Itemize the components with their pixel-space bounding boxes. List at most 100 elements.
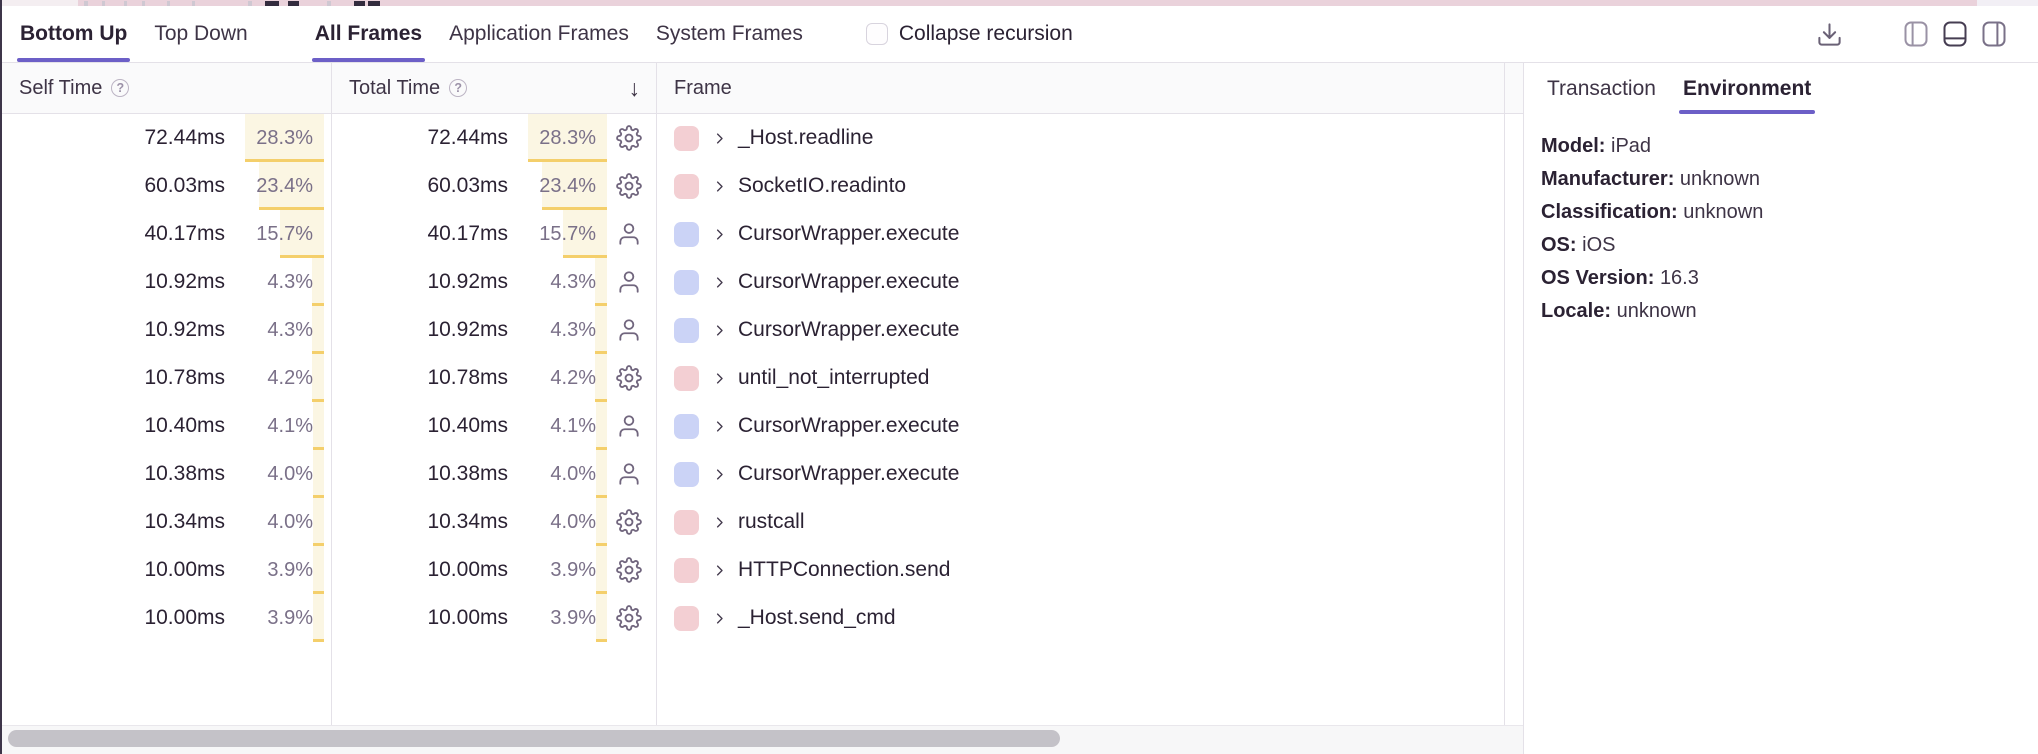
chevron-right-icon[interactable] — [712, 323, 727, 338]
column-header-frame[interactable]: Frame — [657, 63, 1505, 113]
minimap-frame-mark — [102, 1, 105, 6]
self-percent-cell: 4.3% — [238, 258, 324, 306]
frame-color-swatch — [674, 269, 699, 295]
frame-type-icon — [607, 317, 651, 343]
chevron-right-icon[interactable] — [712, 227, 727, 242]
percent-bar — [596, 546, 607, 594]
environment-field: OS: iOS — [1541, 229, 2018, 262]
total-time-value: 40.17ms — [427, 222, 508, 245]
frame-name: _Host.readline — [738, 126, 874, 149]
self-percent-value: 23.4% — [256, 174, 313, 197]
tab-bottom-up[interactable]: Bottom Up — [16, 6, 131, 62]
table-row[interactable]: 40.17ms 15.7% 40.17ms 15.7% — [2, 210, 1523, 258]
gear-icon — [616, 173, 642, 199]
percent-bar — [541, 162, 607, 210]
percent-bar — [312, 306, 324, 354]
tab-environment[interactable]: Environment — [1678, 63, 1816, 114]
minimap-frame-mark — [265, 1, 279, 6]
self-time-cell: 10.38ms 4.0% — [2, 450, 332, 498]
layout-right-panel-icon[interactable] — [1982, 21, 2006, 47]
self-time-cell: 10.00ms 3.9% — [2, 546, 332, 594]
frame-type-icon — [607, 461, 651, 487]
table-row[interactable]: 10.78ms 4.2% 10.78ms 4.2% — [2, 354, 1523, 402]
chevron-right-icon[interactable] — [712, 179, 727, 194]
table-row[interactable]: 60.03ms 23.4% 60.03ms 23.4% — [2, 162, 1523, 210]
collapse-recursion-option[interactable]: Collapse recursion — [865, 22, 1073, 46]
chevron-right-icon[interactable] — [712, 371, 727, 386]
frame-type-icon — [607, 509, 651, 535]
frame-name: SocketIO.readinto — [738, 174, 907, 197]
chevron-right-icon[interactable] — [712, 131, 727, 146]
total-percent-cell: 3.9% — [521, 594, 607, 642]
user-icon — [619, 463, 639, 485]
table-row[interactable]: 10.00ms 3.9% 10.00ms 3.9% — [2, 594, 1523, 642]
chevron-right-icon[interactable] — [712, 275, 727, 290]
total-percent-value: 4.3% — [550, 270, 596, 293]
frame-name: until_not_interrupted — [738, 366, 930, 389]
chevron-right-icon[interactable] — [712, 611, 727, 626]
tab-top-down[interactable]: Top Down — [154, 22, 248, 45]
table-row[interactable]: 10.40ms 4.1% 10.40ms 4.1% — [2, 402, 1523, 450]
tab-all-frames[interactable]: All Frames — [311, 6, 426, 62]
total-time-cell: 72.44ms 28.3% — [332, 114, 657, 162]
chevron-right-icon[interactable] — [712, 563, 727, 578]
sort-desc-icon[interactable]: ↓ — [628, 74, 641, 101]
download-icon[interactable] — [1816, 21, 1843, 48]
tab-transaction[interactable]: Transaction — [1547, 76, 1656, 100]
frame-type-icon — [607, 365, 651, 391]
percent-bar — [528, 114, 607, 162]
table-row[interactable]: 10.92ms 4.3% 10.92ms 4.3% — [2, 258, 1523, 306]
table-row[interactable]: 10.38ms 4.0% 10.38ms 4.0% — [2, 450, 1523, 498]
flamegraph-minimap-strip[interactable] — [2, 0, 2038, 6]
percent-bar — [595, 450, 607, 498]
details-panel-tabs: Transaction Environment — [1524, 63, 2038, 114]
table-row[interactable]: 10.92ms 4.3% 10.92ms 4.3% — [2, 306, 1523, 354]
total-percent-value: 3.9% — [550, 606, 596, 629]
layout-left-panel-icon[interactable] — [1904, 21, 1928, 47]
profiler-toolbar: Bottom Up Top Down All Frames Applicatio… — [2, 6, 2038, 63]
chevron-right-icon[interactable] — [712, 419, 727, 434]
chevron-right-icon[interactable] — [712, 515, 727, 530]
environment-field-value: unknown — [1616, 300, 1697, 322]
horizontal-scrollbar[interactable] — [2, 725, 1523, 754]
help-icon[interactable]: ? — [111, 79, 130, 97]
column-divider — [1504, 114, 1505, 725]
minimap-frame-mark — [142, 1, 145, 6]
frame-cell: rustcall — [657, 498, 1523, 546]
self-percent-value: 3.9% — [267, 558, 313, 581]
help-icon[interactable]: ? — [449, 79, 468, 97]
column-header-self-time[interactable]: Self Time ? — [2, 63, 332, 113]
total-time-cell: 10.00ms 3.9% — [332, 594, 657, 642]
layout-bottom-panel-icon[interactable] — [1943, 21, 1967, 47]
minimap-frame-mark — [368, 1, 380, 6]
total-time-value: 72.44ms — [427, 126, 508, 149]
tab-application-frames[interactable]: Application Frames — [449, 22, 629, 45]
column-header-total-time[interactable]: Total Time ? ↓ — [332, 63, 657, 113]
horizontal-scrollbar-thumb[interactable] — [8, 730, 1060, 747]
total-percent-cell: 23.4% — [521, 162, 607, 210]
chevron-right-icon[interactable] — [712, 467, 727, 482]
self-percent-value: 4.1% — [267, 414, 313, 437]
column-divider[interactable] — [656, 114, 657, 725]
percent-bar — [312, 450, 324, 498]
total-percent-value: 4.0% — [550, 510, 596, 533]
column-divider[interactable] — [331, 114, 332, 725]
total-percent-cell: 4.2% — [521, 354, 607, 402]
minimap-frame-mark — [192, 1, 195, 6]
frame-color-swatch — [674, 125, 699, 151]
percent-bar — [313, 594, 324, 642]
frame-color-swatch — [674, 509, 699, 535]
minimap-frame-mark — [167, 1, 170, 6]
percent-bar — [245, 114, 324, 162]
table-row[interactable]: 10.00ms 3.9% 10.00ms 3.9% — [2, 546, 1523, 594]
collapse-recursion-checkbox[interactable] — [865, 23, 888, 45]
toolbar-actions — [1816, 21, 2038, 48]
frame-color-swatch — [674, 173, 699, 199]
table-row[interactable]: 10.34ms 4.0% 10.34ms 4.0% — [2, 498, 1523, 546]
frame-cell: _Host.readline — [657, 114, 1523, 162]
environment-field-value: unknown — [1679, 168, 1760, 190]
table-row[interactable]: 72.44ms 28.3% 72.44ms 28.3% — [2, 114, 1523, 162]
total-percent-value: 4.2% — [550, 366, 596, 389]
self-time-value: 10.92ms — [144, 270, 225, 293]
tab-system-frames[interactable]: System Frames — [655, 22, 803, 45]
